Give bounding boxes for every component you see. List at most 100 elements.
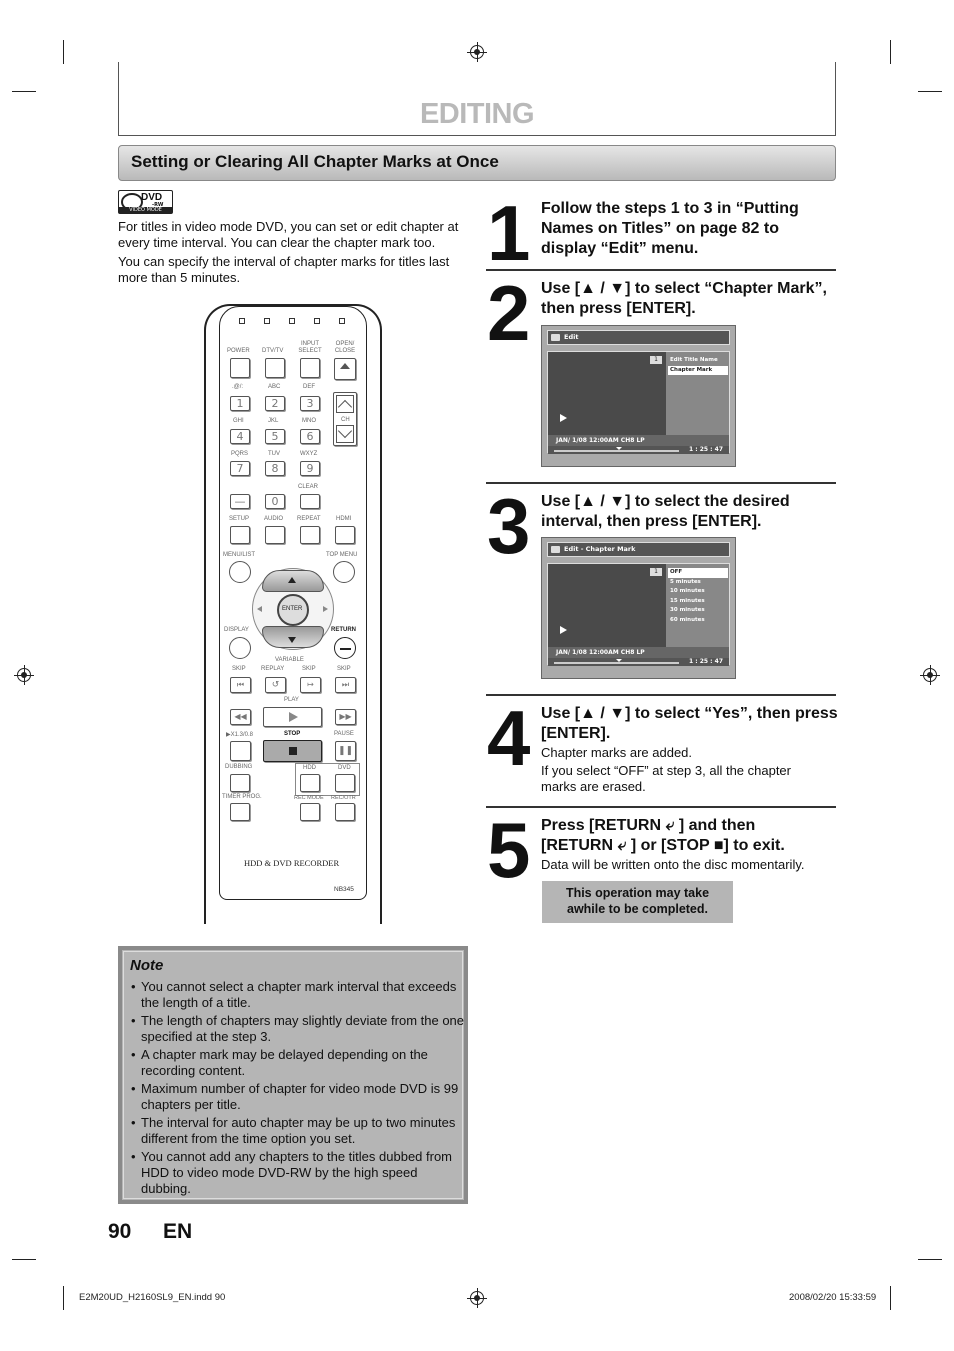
- play-icon: [560, 626, 567, 634]
- dvd-logo-sub: -RW: [152, 202, 164, 208]
- remote-label: DTV/TV: [262, 348, 284, 354]
- menu-item-5-minutes[interactable]: 5 minutes: [670, 578, 701, 585]
- enter-button[interactable]: ENTER: [277, 594, 309, 626]
- remote-label: SETUP: [229, 516, 250, 522]
- fast-forward-icon: ▶▶: [339, 712, 352, 721]
- digit-3-button[interactable]: 3: [300, 396, 320, 411]
- down-arrow-icon: [288, 637, 296, 643]
- repeat-button[interactable]: [300, 526, 320, 544]
- remote-label: JKL: [268, 418, 279, 424]
- setup-button[interactable]: [230, 526, 250, 544]
- rec-mode-button[interactable]: [300, 803, 320, 821]
- audio-button[interactable]: [265, 526, 285, 544]
- osd-title: Edit - Chapter Mark: [564, 545, 636, 553]
- step-body: Data will be written onto the disc momen…: [541, 857, 805, 872]
- clear-button[interactable]: [300, 494, 320, 509]
- step-body: Chapter marks are added.: [541, 745, 693, 760]
- top-menu-button[interactable]: [333, 561, 355, 583]
- remote-label: SKIP: [302, 666, 316, 672]
- remote-label: VARIABLE: [275, 657, 304, 663]
- elapsed-time: 1 : 25 : 47: [688, 658, 723, 665]
- remote-label: GHI: [233, 418, 244, 424]
- digit-7-button[interactable]: 7: [230, 461, 250, 476]
- osd-screen-chapter-mark: Edit - Chapter Mark 1 OFF 5 minutes 10 m…: [541, 537, 736, 679]
- callout-line: awhile to be completed.: [567, 902, 708, 916]
- callout-box: This operation may take awhile to be com…: [542, 881, 733, 923]
- crop-mark: [63, 40, 64, 64]
- remote-label: REC/OTR: [331, 795, 356, 801]
- pause-button[interactable]: ❚❚: [335, 741, 356, 761]
- menu-list-button[interactable]: [229, 561, 251, 583]
- title-number: 1: [650, 356, 662, 364]
- channel-rocker[interactable]: CH: [333, 392, 357, 446]
- dvd-logo-mode: VIDEO MODE: [119, 207, 172, 213]
- menu-item-edit-title-name[interactable]: Edit Title Name: [670, 357, 718, 363]
- down-arrow-button[interactable]: [262, 626, 324, 648]
- dvd-button[interactable]: [335, 774, 355, 792]
- menu-item-15-minutes[interactable]: 15 minutes: [670, 597, 705, 604]
- remote-label: POWER: [227, 348, 250, 354]
- dtv-tv-button[interactable]: [265, 358, 285, 378]
- step-number: 3: [487, 482, 530, 570]
- replay-button[interactable]: ↺: [265, 677, 286, 693]
- remote-label: MENU/LIST: [223, 552, 256, 558]
- note-item: A chapter mark may be delayed depending …: [130, 1047, 465, 1079]
- digit-0-button[interactable]: 0: [265, 494, 285, 509]
- step-divider: [486, 694, 836, 696]
- slow-play-button[interactable]: [230, 741, 251, 761]
- channel-up-icon[interactable]: [336, 395, 354, 415]
- rec-otr-button[interactable]: [335, 803, 355, 821]
- title-number: 1: [650, 568, 662, 576]
- right-arrow-icon[interactable]: [323, 606, 328, 612]
- channel-down-icon[interactable]: [336, 423, 354, 443]
- digit-6-button[interactable]: 6: [300, 429, 320, 444]
- timer-prog-button[interactable]: [230, 803, 250, 821]
- remote-label: REPLAY: [261, 666, 285, 672]
- osd-screen-edit: Edit 1 Edit Title Name Chapter Mark JAN/…: [541, 325, 736, 467]
- menu-item-10-minutes[interactable]: 10 minutes: [670, 588, 705, 594]
- menu-item-30-minutes[interactable]: 30 minutes: [670, 607, 705, 613]
- hdmi-button[interactable]: [335, 526, 355, 544]
- digit-9-button[interactable]: 9: [300, 461, 320, 476]
- note-item: The interval for auto chapter may be up …: [130, 1115, 465, 1147]
- remote-label: WXYZ: [300, 451, 318, 457]
- osd-title: Edit: [564, 333, 579, 341]
- menu-item-off[interactable]: OFF: [668, 568, 728, 578]
- menu-item-chapter-mark[interactable]: Chapter Mark: [668, 365, 728, 375]
- remote-label: PLAY: [284, 697, 299, 703]
- remote-label: INPUT SELECT: [298, 341, 322, 354]
- menu-item-60-minutes[interactable]: 60 minutes: [670, 616, 705, 623]
- power-button[interactable]: [230, 358, 250, 378]
- step-number: 4: [487, 694, 530, 782]
- hdd-button[interactable]: [300, 774, 320, 792]
- skip-back-icon: ⏮: [236, 680, 245, 689]
- up-arrow-icon: [288, 577, 296, 583]
- digit-5-button[interactable]: 5: [265, 429, 285, 444]
- stop-button[interactable]: [263, 740, 322, 762]
- dubbing-button[interactable]: [230, 774, 250, 792]
- digit-1-button[interactable]: 1: [230, 396, 250, 411]
- play-button[interactable]: [263, 707, 322, 727]
- remote-label: REC MODE: [294, 795, 324, 801]
- osd-main: 1 Edit Title Name Chapter Mark JAN/ 1/08…: [547, 351, 730, 454]
- progress-marker-icon: [616, 447, 622, 450]
- open-close-button[interactable]: [334, 358, 356, 380]
- dash-button[interactable]: —: [230, 494, 250, 509]
- digit-8-button[interactable]: 8: [265, 461, 285, 476]
- skip-forward-button[interactable]: ⏭: [335, 677, 356, 693]
- page-number: 90: [108, 1220, 132, 1243]
- fast-forward-button[interactable]: ▶▶: [335, 709, 356, 725]
- indicator-light: [314, 318, 320, 324]
- digit-4-button[interactable]: 4: [230, 429, 250, 444]
- return-button[interactable]: [334, 637, 356, 659]
- display-button[interactable]: [229, 637, 251, 659]
- left-arrow-icon[interactable]: [257, 606, 262, 612]
- skip-back-button[interactable]: ⏮: [230, 677, 251, 693]
- input-select-button[interactable]: [300, 358, 320, 378]
- intro-paragraph: You can specify the interval of chapter …: [118, 254, 450, 285]
- up-arrow-button[interactable]: [262, 570, 324, 592]
- skip-button[interactable]: ↦: [300, 677, 321, 693]
- progress-bar: 1 : 25 : 47: [548, 446, 729, 454]
- digit-2-button[interactable]: 2: [265, 396, 285, 411]
- rewind-button[interactable]: ◀◀: [230, 709, 251, 725]
